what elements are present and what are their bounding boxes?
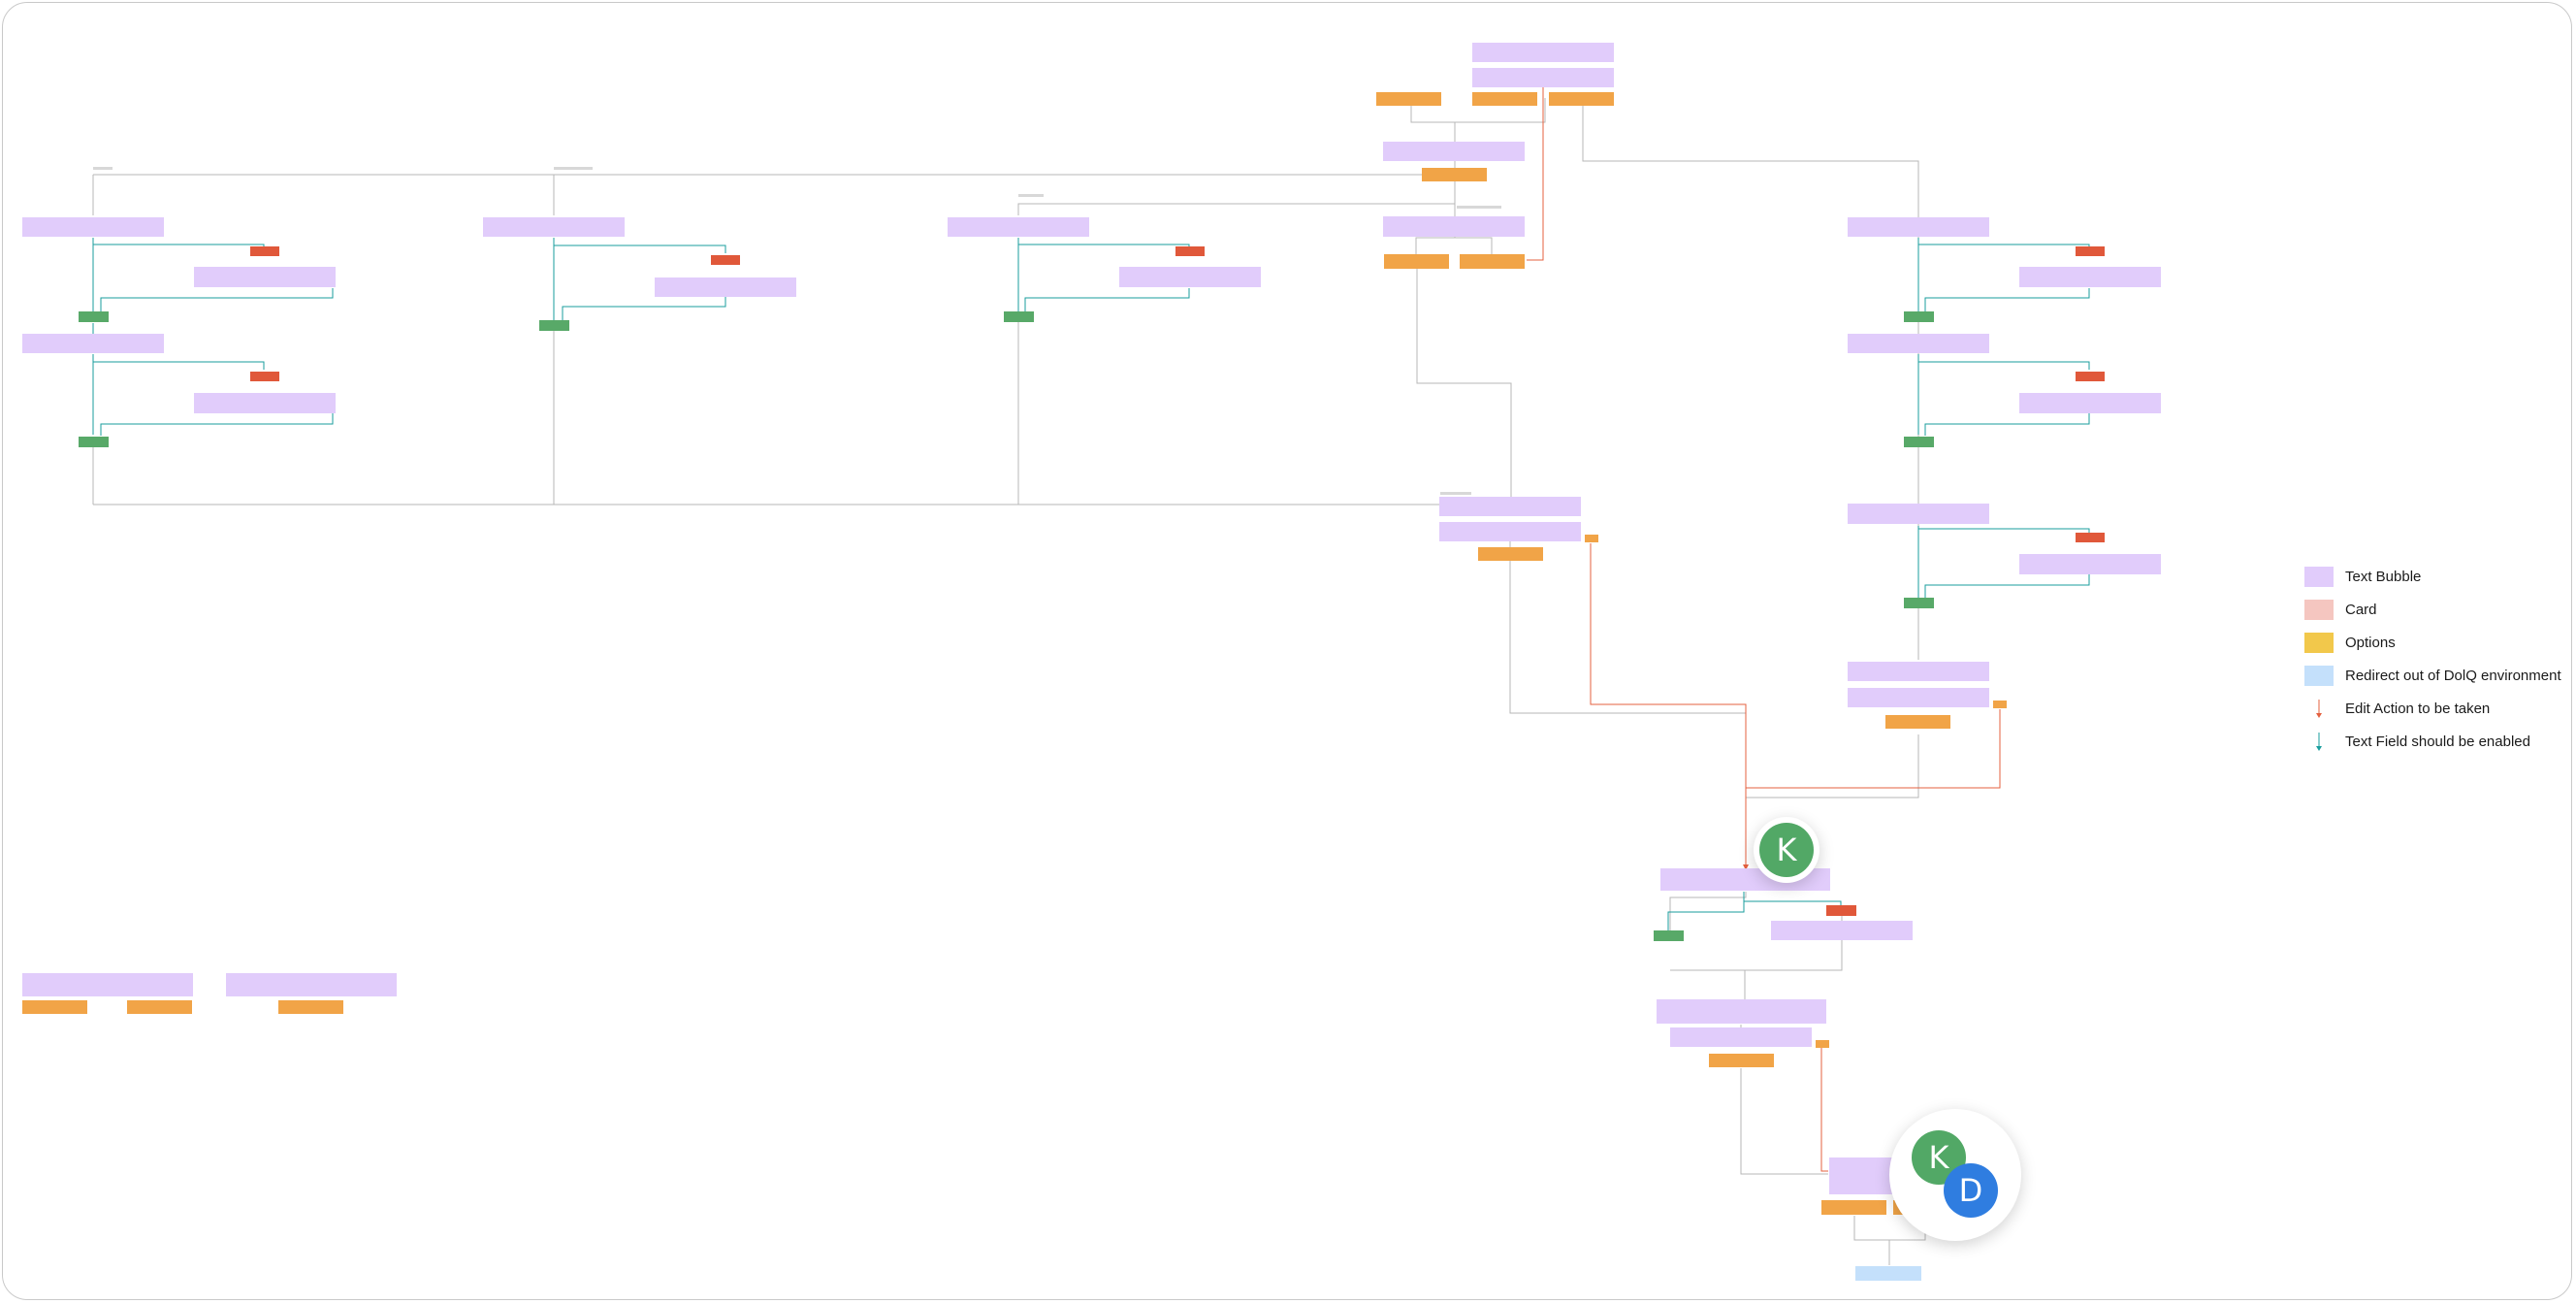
field-col1-b[interactable] xyxy=(79,437,109,447)
bubble-col1-b-edit xyxy=(194,393,336,413)
legend-item-card: Card xyxy=(2304,600,2377,620)
avatar[interactable]: D xyxy=(1944,1163,1998,1218)
legend-swatch xyxy=(2304,567,2334,587)
option-lower[interactable] xyxy=(1709,1054,1774,1067)
legend-label: Card xyxy=(2345,602,2377,618)
edit-right-a[interactable] xyxy=(2076,246,2105,256)
bubble-lower-c xyxy=(1670,1027,1812,1047)
bubble-col1-a-edit xyxy=(194,267,336,287)
field-col2-a[interactable] xyxy=(539,320,569,331)
option-bottom-left-b1[interactable] xyxy=(278,1000,343,1014)
bubble-bottom-left-a xyxy=(22,973,193,996)
annotation-col-3 xyxy=(1018,194,1044,197)
legend-item-options: Options xyxy=(2304,633,2396,653)
bubble-right-b-edit xyxy=(2019,393,2161,413)
annotation-merge xyxy=(1440,492,1471,495)
red-down-arrow-icon xyxy=(2304,699,2334,719)
field-right-b[interactable] xyxy=(1904,437,1934,447)
bubble-bottom-left-b xyxy=(226,973,397,996)
legend-label: Edit Action to be taken xyxy=(2345,701,2491,717)
field-lower-a[interactable] xyxy=(1654,930,1684,941)
option-right-small[interactable] xyxy=(1993,701,2007,708)
edit-col2-a[interactable] xyxy=(711,255,740,265)
edit-col1-b[interactable] xyxy=(250,372,279,381)
edit-right-b[interactable] xyxy=(2076,372,2105,381)
bubble-col3-a-edit xyxy=(1119,267,1261,287)
legend-item-edit-action: Edit Action to be taken xyxy=(2304,699,2490,719)
bubble-col1-a xyxy=(22,217,164,237)
legend-item-text-field: Text Field should be enabled xyxy=(2304,732,2530,752)
bubble-top-1 xyxy=(1472,43,1614,62)
field-col3-a[interactable] xyxy=(1004,311,1034,322)
bubble-lower-a-edit xyxy=(1771,921,1913,940)
option-final-a[interactable] xyxy=(1821,1200,1886,1215)
option-center-right[interactable] xyxy=(1460,254,1525,269)
legend-item-redirect: Redirect out of DolQ environment xyxy=(2304,666,2561,686)
edit-col3-a[interactable] xyxy=(1175,246,1205,256)
legend-swatch xyxy=(2304,600,2334,620)
bubble-top-2 xyxy=(1472,68,1614,87)
option-merge[interactable] xyxy=(1478,547,1543,561)
bubble-col1-b xyxy=(22,334,164,353)
bubble-merge-2 xyxy=(1439,522,1581,541)
option-top-b[interactable] xyxy=(1472,92,1537,106)
bubble-right-c xyxy=(1848,504,1989,524)
option-hub[interactable] xyxy=(1422,168,1487,181)
bubble-lower-b xyxy=(1657,999,1826,1024)
edit-right-c[interactable] xyxy=(2076,533,2105,542)
field-col1-a[interactable] xyxy=(79,311,109,322)
legend-label: Text Field should be enabled xyxy=(2345,734,2530,750)
bubble-col2-a xyxy=(483,217,625,237)
bubble-col3-a xyxy=(948,217,1089,237)
bubble-hub xyxy=(1383,142,1525,161)
option-lower-small[interactable] xyxy=(1816,1040,1829,1048)
bubble-right-b xyxy=(1848,334,1989,353)
legend-swatch xyxy=(2304,633,2334,653)
teal-down-arrow-icon xyxy=(2304,732,2334,752)
annotation-col-1 xyxy=(93,167,113,170)
bubble-center xyxy=(1383,216,1525,237)
option-right[interactable] xyxy=(1885,715,1950,729)
avatar[interactable]: K xyxy=(1759,823,1814,877)
legend-label: Options xyxy=(2345,635,2396,651)
edit-col1-a[interactable] xyxy=(250,246,279,256)
bubble-right-c-edit xyxy=(2019,554,2161,574)
bubble-merge xyxy=(1439,497,1581,516)
option-merge-small[interactable] xyxy=(1585,535,1598,542)
option-bottom-left-a1[interactable] xyxy=(22,1000,87,1014)
option-top-a[interactable] xyxy=(1376,92,1441,106)
option-bottom-left-a2[interactable] xyxy=(127,1000,192,1014)
annotation-center xyxy=(1457,206,1501,209)
field-right-c[interactable] xyxy=(1904,598,1934,608)
field-right-a[interactable] xyxy=(1904,311,1934,322)
legend-item-text-bubble: Text Bubble xyxy=(2304,567,2421,587)
bubble-right-a-edit xyxy=(2019,267,2161,287)
bubble-col2-a-edit xyxy=(655,277,796,297)
legend-label: Text Bubble xyxy=(2345,569,2422,585)
legend-swatch xyxy=(2304,666,2334,686)
bubble-right-a xyxy=(1848,217,1989,237)
option-center-left[interactable] xyxy=(1384,254,1449,269)
edit-lower-a[interactable] xyxy=(1826,905,1856,916)
option-top-c[interactable] xyxy=(1549,92,1614,106)
redirect-node[interactable] xyxy=(1855,1266,1921,1281)
legend-label: Redirect out of DolQ environment xyxy=(2345,668,2561,684)
bubble-right-e xyxy=(1848,688,1989,707)
annotation-col-2 xyxy=(554,167,593,170)
bubble-right-d xyxy=(1848,662,1989,681)
